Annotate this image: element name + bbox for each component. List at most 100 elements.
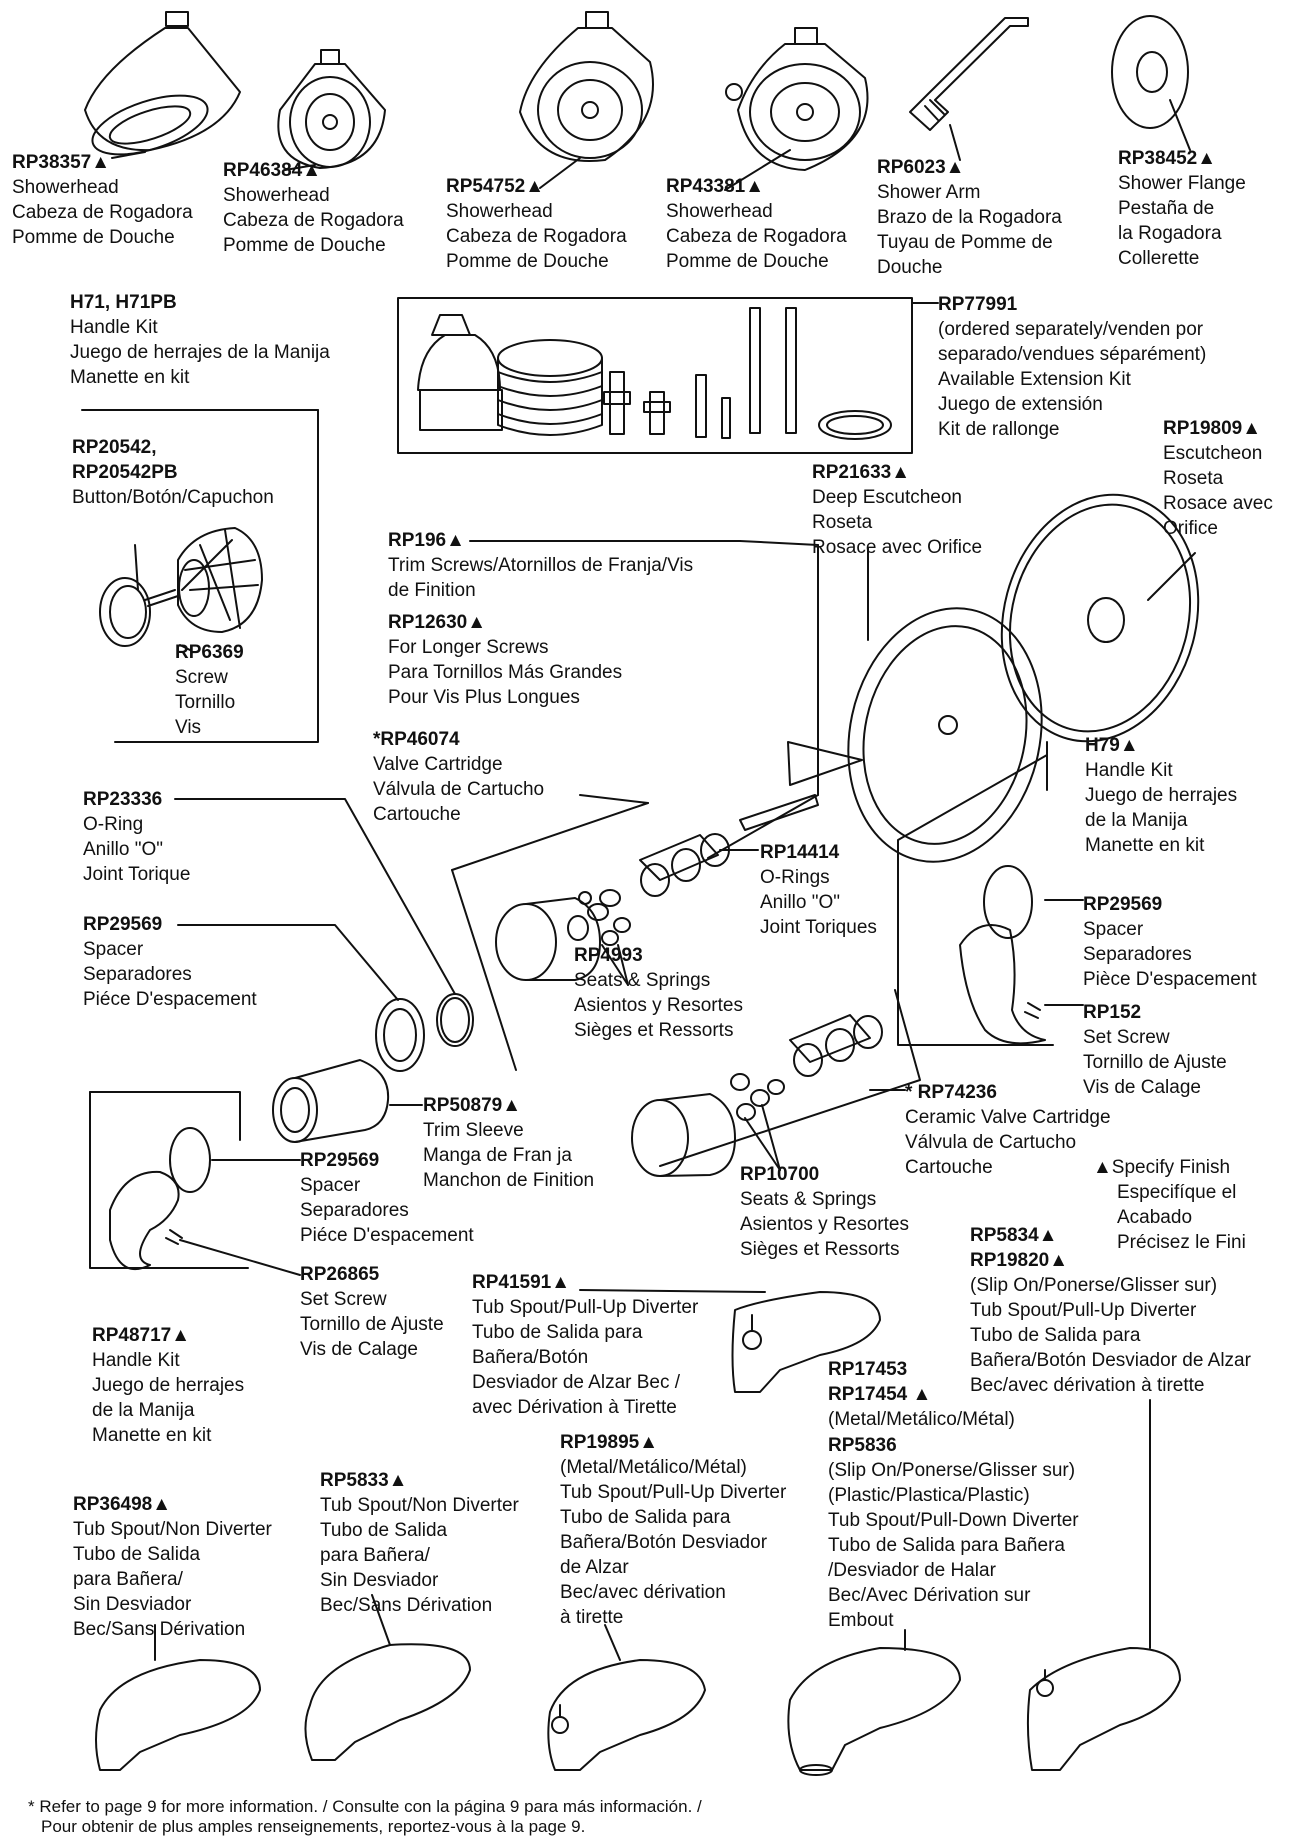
part-number: RP4993	[574, 945, 643, 966]
label-rp38357: RP38357▲ Showerhead Cabeza de Rogadora P…	[12, 150, 193, 250]
label-rp46384: RP46384▲ Showerhead Cabeza de Rogadora P…	[223, 158, 404, 258]
label-line: Escutcheon	[1163, 443, 1263, 464]
part-number: RP26865	[300, 1264, 380, 1285]
trim-screws-icon	[707, 741, 863, 859]
label-line: Acabado	[1117, 1207, 1193, 1228]
label-line: Vis de Calage	[300, 1339, 418, 1360]
part-number: RP10700	[740, 1164, 820, 1185]
label-line: Tornillo de Ajuste	[1083, 1052, 1227, 1073]
label-line: (Slip On/Ponerse/Glisser sur)	[970, 1275, 1218, 1296]
label-h79: H79▲ Handle Kit Juego de herrajes de la …	[1085, 733, 1237, 858]
label-line: Piéce D'espacement	[300, 1225, 474, 1246]
label-line: Bec/Sans Dérivation	[73, 1619, 246, 1640]
label-line: Tornillo de Ajuste	[300, 1314, 444, 1335]
label-line: Showerhead	[12, 177, 119, 198]
label-line: Douche	[877, 257, 943, 278]
tub-spout-icon	[731, 1291, 881, 1393]
label-line: Asientos y Resortes	[574, 995, 743, 1016]
label-line: Valve Cartridge	[373, 754, 503, 775]
label-line: de la Manija	[92, 1400, 195, 1421]
label-line: Embout	[828, 1610, 894, 1631]
part-number: RP38452▲	[1118, 148, 1217, 169]
label-line: (ordered separately/venden por	[938, 319, 1204, 340]
label-line: Tornillo	[175, 692, 236, 713]
label-line: Tub Spout/Non Diverter	[320, 1495, 519, 1516]
label-line: Manette en kit	[1085, 835, 1205, 856]
label-rp17453: RP17453 RP17454 ▲ (Metal/Metálico/Métal)	[828, 1357, 1015, 1432]
spacer-icon	[375, 998, 425, 1072]
label-line: (Metal/Metálico/Métal)	[560, 1457, 747, 1478]
label-rp5833: RP5833▲ Tub Spout/Non Diverter Tubo de S…	[320, 1468, 519, 1618]
label-line: (Metal/Metálico/Métal)	[828, 1409, 1015, 1430]
label-line: Tubo de Salida para	[970, 1325, 1141, 1346]
label-line: Pomme de Douche	[666, 251, 829, 272]
label-line: O-Rings	[760, 867, 830, 888]
label-line: Juego de herrajes de la Manija	[70, 342, 330, 363]
label-line: à tirette	[560, 1607, 624, 1628]
label-line: Bec/avec dérivation	[560, 1582, 726, 1603]
label-line: Showerhead	[666, 201, 773, 222]
label-line: For Longer Screws	[388, 637, 549, 658]
part-number: RP196▲	[388, 530, 465, 551]
label-line: Available Extension Kit	[938, 369, 1131, 390]
label-line: Sièges et Ressorts	[574, 1020, 734, 1041]
footnote-line: Pour obtenir de plus amples renseignemen…	[41, 1817, 586, 1836]
label-rp6023: RP6023▲ Shower Arm Brazo de la Rogadora …	[877, 155, 1062, 280]
showerhead-icon	[277, 49, 386, 169]
part-number: RP54752▲	[446, 176, 545, 197]
label-line: avec Dérivation à Tirette	[472, 1397, 677, 1418]
part-number: RP36498▲	[73, 1494, 172, 1515]
label-line: Bañera/Botón Desviador de Alzar	[970, 1350, 1251, 1371]
label-specify-finish: ▲Specify Finish Especifíque el Acabado P…	[1093, 1155, 1246, 1255]
part-number: RP5833▲	[320, 1470, 408, 1491]
label-line: Handle Kit	[92, 1350, 180, 1371]
knob-handle-icon	[177, 527, 263, 633]
label-line: Showerhead	[223, 185, 330, 206]
label-line: Deep Escutcheon	[812, 487, 962, 508]
label-h71: H71, H71PB Handle Kit Juego de herrajes …	[70, 290, 330, 390]
showerhead-icon	[519, 11, 654, 162]
label-line: Especifíque el	[1117, 1182, 1237, 1203]
label-line: Juego de extensión	[938, 394, 1103, 415]
label-line: para Bañera/	[73, 1569, 183, 1590]
extension-kit-icon	[417, 307, 892, 440]
label-line: Manchon de Finition	[423, 1170, 595, 1191]
label-line: Seats & Springs	[740, 1189, 877, 1210]
part-number: H71, H71PB	[70, 292, 177, 313]
tub-spout-icon	[547, 1659, 706, 1771]
label-line: Rosace avec Orifice	[812, 537, 983, 558]
label-rp26865: RP26865 Set Screw Tornillo de Ajuste Vis…	[300, 1262, 444, 1362]
label-line: Orifice	[1163, 518, 1218, 539]
label-line: Tubo de Salida	[73, 1544, 201, 1565]
label-line: Bec/Avec Dérivation sur	[828, 1585, 1031, 1606]
label-rp29569-left: RP29569 Spacer Separadores Piéce D'espac…	[83, 912, 257, 1012]
label-line: Juego de herrajes	[92, 1375, 245, 1396]
label-rp29569-right: RP29569 Spacer Separadores Pièce D'espac…	[1083, 892, 1257, 992]
label-rp4993: RP4993 Seats & Springs Asientos y Resort…	[574, 943, 743, 1043]
label-line: Screw	[175, 667, 228, 688]
part-number: RP29569	[300, 1150, 380, 1171]
label-line: Bec/avec dérivation à tirette	[970, 1375, 1205, 1396]
label-line: Tub Spout/Pull-Up Diverter	[472, 1297, 699, 1318]
trim-sleeve-icon	[272, 1059, 390, 1143]
label-line: Kit de rallonge	[938, 419, 1060, 440]
label-rp29569-lower: RP29569 Spacer Separadores Piéce D'espac…	[300, 1148, 474, 1248]
label-rp19809: RP19809▲ Escutcheon Roseta Rosace avec O…	[1163, 416, 1273, 541]
part-number: RP152	[1083, 1002, 1142, 1023]
label-line: Vis de Calage	[1083, 1077, 1201, 1098]
label-line: Spacer	[300, 1175, 361, 1196]
label-rp36498: RP36498▲ Tub Spout/Non Diverter Tubo de …	[73, 1492, 272, 1642]
showerhead-icon	[84, 11, 241, 156]
label-line: Válvula de Cartucho	[905, 1132, 1077, 1153]
part-number: RP29569	[1083, 894, 1163, 915]
label-line: Pièce D'espacement	[1083, 969, 1257, 990]
label-rp48717: RP48717▲ Handle Kit Juego de herrajes de…	[92, 1323, 244, 1448]
label-line: /Desviador de Halar	[828, 1560, 996, 1581]
label-line: Tubo de Salida para	[472, 1322, 643, 1343]
part-number: RP20542, RP20542PB	[72, 437, 178, 483]
label-line: Cabeza de Rogadora	[223, 210, 404, 231]
label-line: Spacer	[83, 939, 144, 960]
label-line: Juego de herrajes	[1085, 785, 1238, 806]
part-number: RP41591▲	[472, 1272, 571, 1293]
label-rp196: RP196▲ Trim Screws/Atornillos de Franja/…	[388, 528, 693, 603]
